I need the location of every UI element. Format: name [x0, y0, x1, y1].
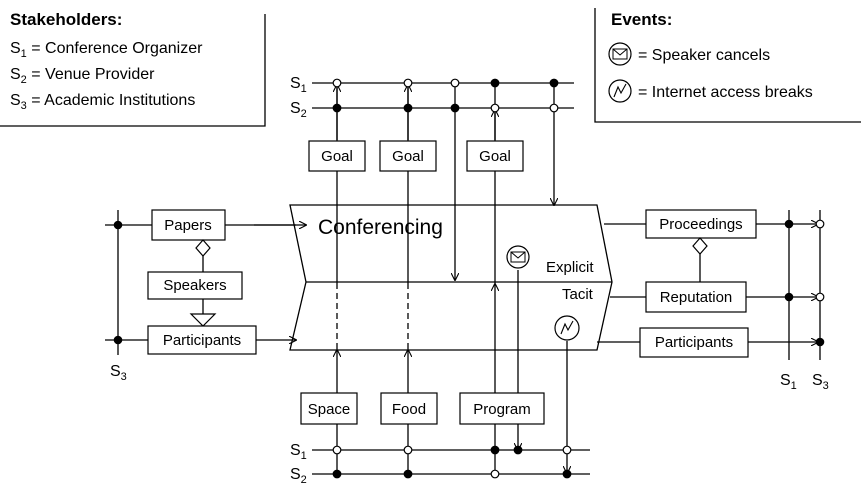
stakeholder-s2: S2 = Venue Provider [10, 66, 155, 86]
explicit-label: Explicit [546, 259, 594, 276]
svg-text:Goal: Goal [392, 148, 424, 165]
svg-text:Food: Food [392, 401, 426, 418]
lane-label-right-s1: S1 [780, 372, 797, 392]
papers-label: Papers [164, 217, 212, 234]
food-box: Food [380, 392, 438, 425]
stakeholders-title: Stakeholders: [10, 10, 122, 29]
lane-label-bottom-s1: S1 [290, 442, 307, 462]
participants-in-box [147, 325, 257, 355]
speakers-label: Speakers [163, 277, 226, 294]
events-legend: Events: = Speaker cancels = Internet acc… [594, 8, 861, 123]
bottom-lanes: S1 S2 [290, 442, 590, 483]
program-box: Program [459, 392, 545, 425]
event-speaker-cancels: = Speaker cancels [638, 47, 770, 64]
participants-out-label: Participants [655, 334, 733, 351]
events-title: Events: [611, 10, 672, 29]
svg-text:Space: Space [308, 401, 351, 418]
broken-link-icon [608, 79, 632, 103]
generalization-triangle [189, 313, 217, 327]
tacit-label: Tacit [562, 286, 594, 303]
aggregation-diamond-left [195, 239, 211, 257]
proceedings-box [645, 209, 757, 239]
svg-text:Goal: Goal [321, 148, 353, 165]
stakeholder-s1: S1 = Conference Organizer [10, 40, 203, 60]
top-lanes: S1 S2 [290, 75, 574, 120]
space-box: Space [300, 392, 358, 425]
process-title: Conferencing [318, 216, 443, 239]
participants-in-label: Participants [163, 332, 241, 349]
goal-box-3: Goal [466, 140, 524, 172]
stakeholder-s3: S3 = Academic Institutions [10, 92, 195, 112]
right-outputs: Proceedings Reputation Participants S1 S… [597, 209, 829, 392]
svg-text:Program: Program [473, 401, 531, 418]
lane-label-top-s1: S1 [290, 75, 307, 95]
reputation-label: Reputation [660, 289, 733, 306]
lane-label-left-s3: S3 [110, 363, 127, 383]
top-lane-dots [332, 78, 559, 113]
envelope-icon [608, 42, 632, 66]
stakeholders-legend: Stakeholders: S1 = Conference Organizer … [0, 10, 266, 127]
participants-out-box [639, 327, 749, 358]
aggregation-diamond-right [692, 237, 708, 255]
event-internet-breaks: = Internet access breaks [638, 84, 813, 101]
goal-box-1: Goal [308, 140, 366, 172]
proceedings-label: Proceedings [659, 216, 742, 233]
lane-label-top-s2: S2 [290, 100, 307, 120]
lane-label-bottom-s2: S2 [290, 466, 307, 483]
lane-label-right-s3: S3 [812, 372, 829, 392]
conferencing-process: Conferencing Explicit Tacit [289, 204, 613, 351]
internet-breaks-event-icon [554, 315, 580, 341]
left-inputs: S3 Papers Speakers Participants [105, 209, 306, 383]
svg-text:Goal: Goal [479, 148, 511, 165]
goal-box-2: Goal [379, 140, 437, 172]
speakers-box [147, 271, 243, 300]
speaker-cancels-event-icon [506, 245, 530, 269]
